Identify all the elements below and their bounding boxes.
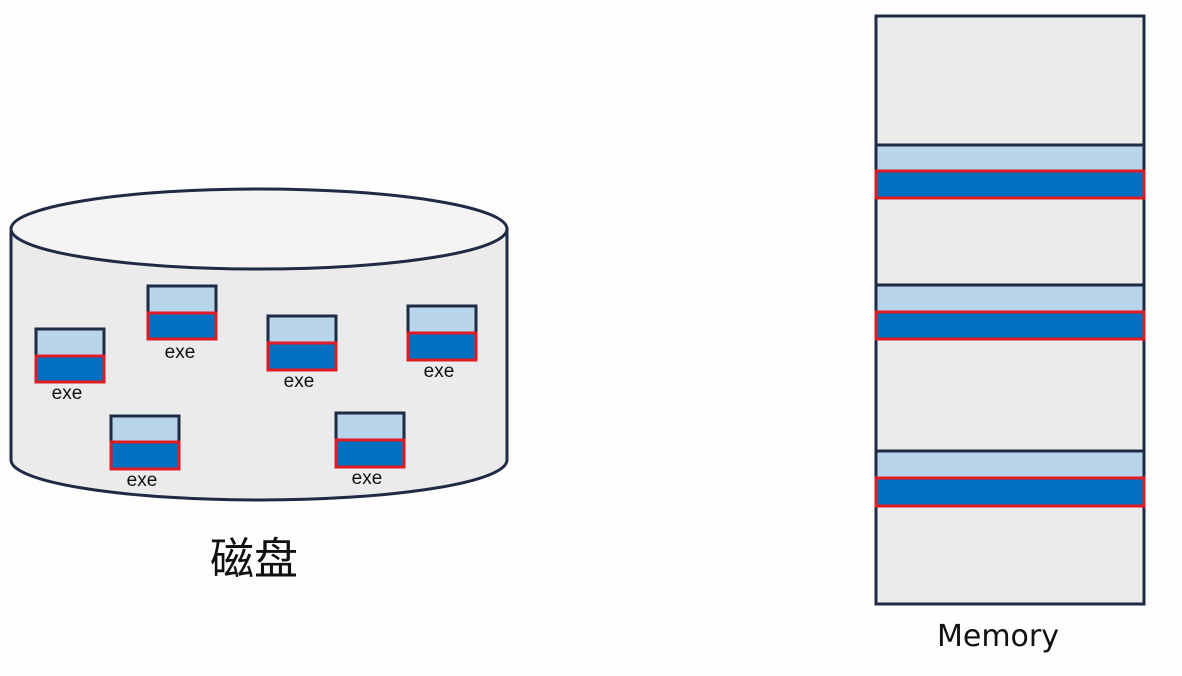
exe-label: exe (424, 361, 455, 382)
memory-segment-header (874, 449, 1146, 480)
exe-file-header (109, 414, 181, 444)
memory-segment-header (874, 283, 1146, 314)
exe-file: exe (406, 304, 478, 382)
exe-file: exe (146, 284, 218, 363)
exe-file-code (109, 440, 181, 471)
exe-file-header (146, 284, 218, 315)
memory-label: Memory (937, 619, 1059, 654)
exe-file-code (34, 354, 106, 384)
disk-label: 磁盘 (210, 534, 298, 585)
memory-segment-code (874, 169, 1146, 200)
disk-top (9, 187, 509, 271)
exe-file-code (266, 341, 338, 372)
exe-file: exe (34, 327, 106, 404)
exe-file-code (334, 438, 406, 469)
memory-segment (874, 143, 1146, 200)
exe-label: exe (52, 383, 83, 404)
exe-label: exe (127, 470, 158, 491)
exe-label: exe (165, 342, 196, 363)
exe-label: exe (352, 468, 383, 489)
exe-file-header (406, 304, 478, 335)
exe-file-header (266, 314, 338, 345)
memory-segment-code (874, 310, 1146, 341)
exe-label: exe (284, 371, 315, 392)
exe-file-header (334, 411, 406, 442)
memory-segment-header (874, 143, 1146, 173)
exe-file: exe (334, 411, 406, 489)
memory-segment (874, 283, 1146, 341)
exe-file-code (406, 331, 478, 362)
exe-file: exe (109, 414, 181, 491)
memory-segment-code (874, 476, 1146, 508)
exe-file: exe (266, 314, 338, 392)
memory (874, 14, 1146, 606)
exe-file-code (146, 311, 218, 341)
memory-segment (874, 449, 1146, 508)
exe-file-header (34, 327, 106, 358)
